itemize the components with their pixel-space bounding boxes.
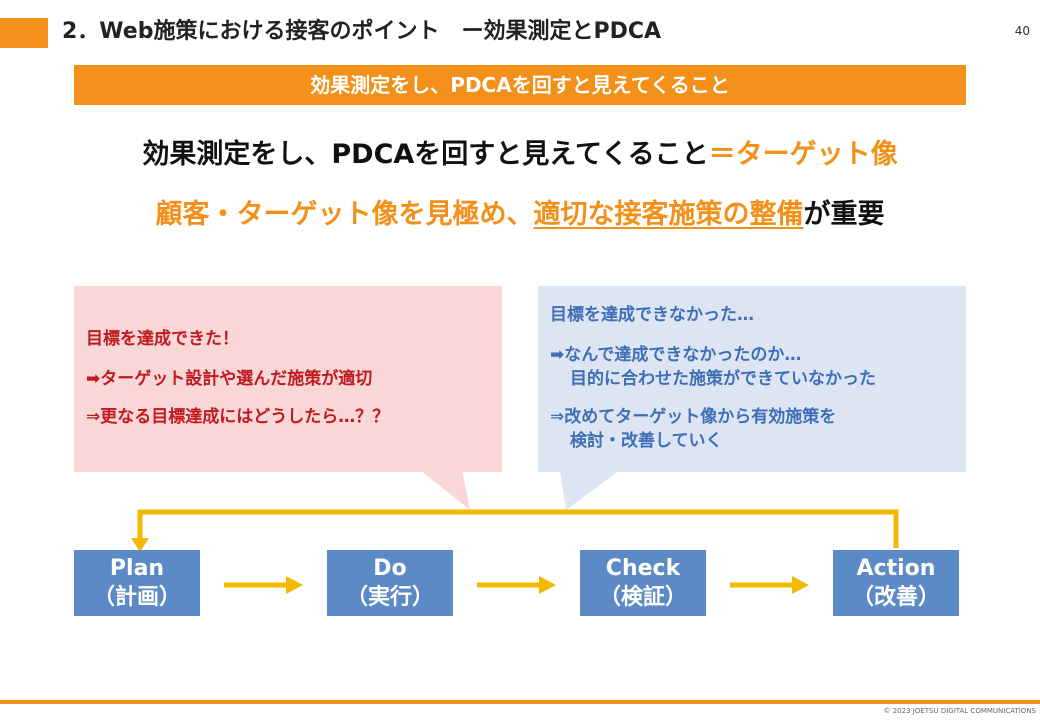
title-accent-bar (0, 18, 48, 48)
importance-underlined: 適切な接客施策の整備 (533, 199, 804, 230)
section-banner: 効果測定をし、PDCAを回すと見えてくること (74, 65, 966, 105)
failure-callout: 目標を達成できなかった… ➡なんで達成できなかったのか… 目的に合わせた施策がで… (538, 286, 966, 472)
action-label: Action (856, 556, 936, 581)
importance-part1: 顧客・ターゲット像を見極め、 (155, 199, 534, 230)
pdca-do-box: Do （実行） (327, 550, 453, 616)
failure-line-3: 目的に合わせた施策ができていなかった (570, 369, 876, 389)
do-to-check-arrowhead (539, 576, 556, 594)
page-number: 40 (1014, 24, 1030, 38)
footer-divider (0, 700, 1040, 704)
success-callout: 目標を達成できた！ ➡ターゲット設計や選んだ施策が適切 ⇒更なる目標達成にはどう… (74, 286, 502, 472)
importance-statement: 顧客・ターゲット像を見極め、適切な接客施策の整備が重要 (0, 192, 1040, 231)
plan-label: Plan (109, 556, 165, 581)
key-statement: 効果測定をし、PDCAを回すと見えてくること＝ターゲット像 (0, 132, 1040, 171)
check-to-action-arrowhead (792, 576, 809, 594)
callout-success-tail (420, 470, 470, 510)
do-sublabel: （実行） (345, 585, 434, 610)
cycle-return-arrowhead (131, 538, 149, 552)
callout-failure-tail (560, 470, 620, 510)
pdca-check-box: Check （検証） (580, 550, 706, 616)
cycle-return-arrow (137, 509, 899, 548)
failure-line-1: 目標を達成できなかった… (550, 305, 754, 325)
failure-line-2: ➡なんで達成できなかったのか… (550, 345, 802, 365)
check-sublabel: （検証） (598, 585, 687, 610)
failure-line-5: 検討・改善していく (570, 431, 723, 451)
plan-sublabel: （計画） (92, 585, 181, 610)
pdca-action-box: Action （改善） (833, 550, 959, 616)
action-sublabel: （改善） (851, 585, 940, 610)
do-label: Do (373, 556, 407, 581)
key-statement-accent: ＝ターゲット像 (708, 139, 898, 170)
importance-part3: が重要 (803, 199, 885, 230)
failure-line-4: ⇒改めてターゲット像から有効施策を (550, 407, 837, 427)
copyright-notice: © 2023 JOETSU DIGITAL COMMUNICATIONS (883, 707, 1036, 715)
key-statement-main: 効果測定をし、PDCAを回すと見えてくること (142, 139, 709, 170)
slide-title: 2．Web施策における接客のポイント ー効果測定とPDCA (62, 19, 662, 44)
success-line-1: 目標を達成できた！ (86, 329, 239, 349)
success-line-3: ⇒更なる目標達成にはどうしたら…？？ (86, 407, 390, 427)
success-line-2: ➡ターゲット設計や選んだ施策が適切 (86, 369, 373, 389)
plan-to-do-arrowhead (286, 576, 303, 594)
pdca-plan-box: Plan （計画） (74, 550, 200, 616)
check-label: Check (605, 556, 681, 581)
